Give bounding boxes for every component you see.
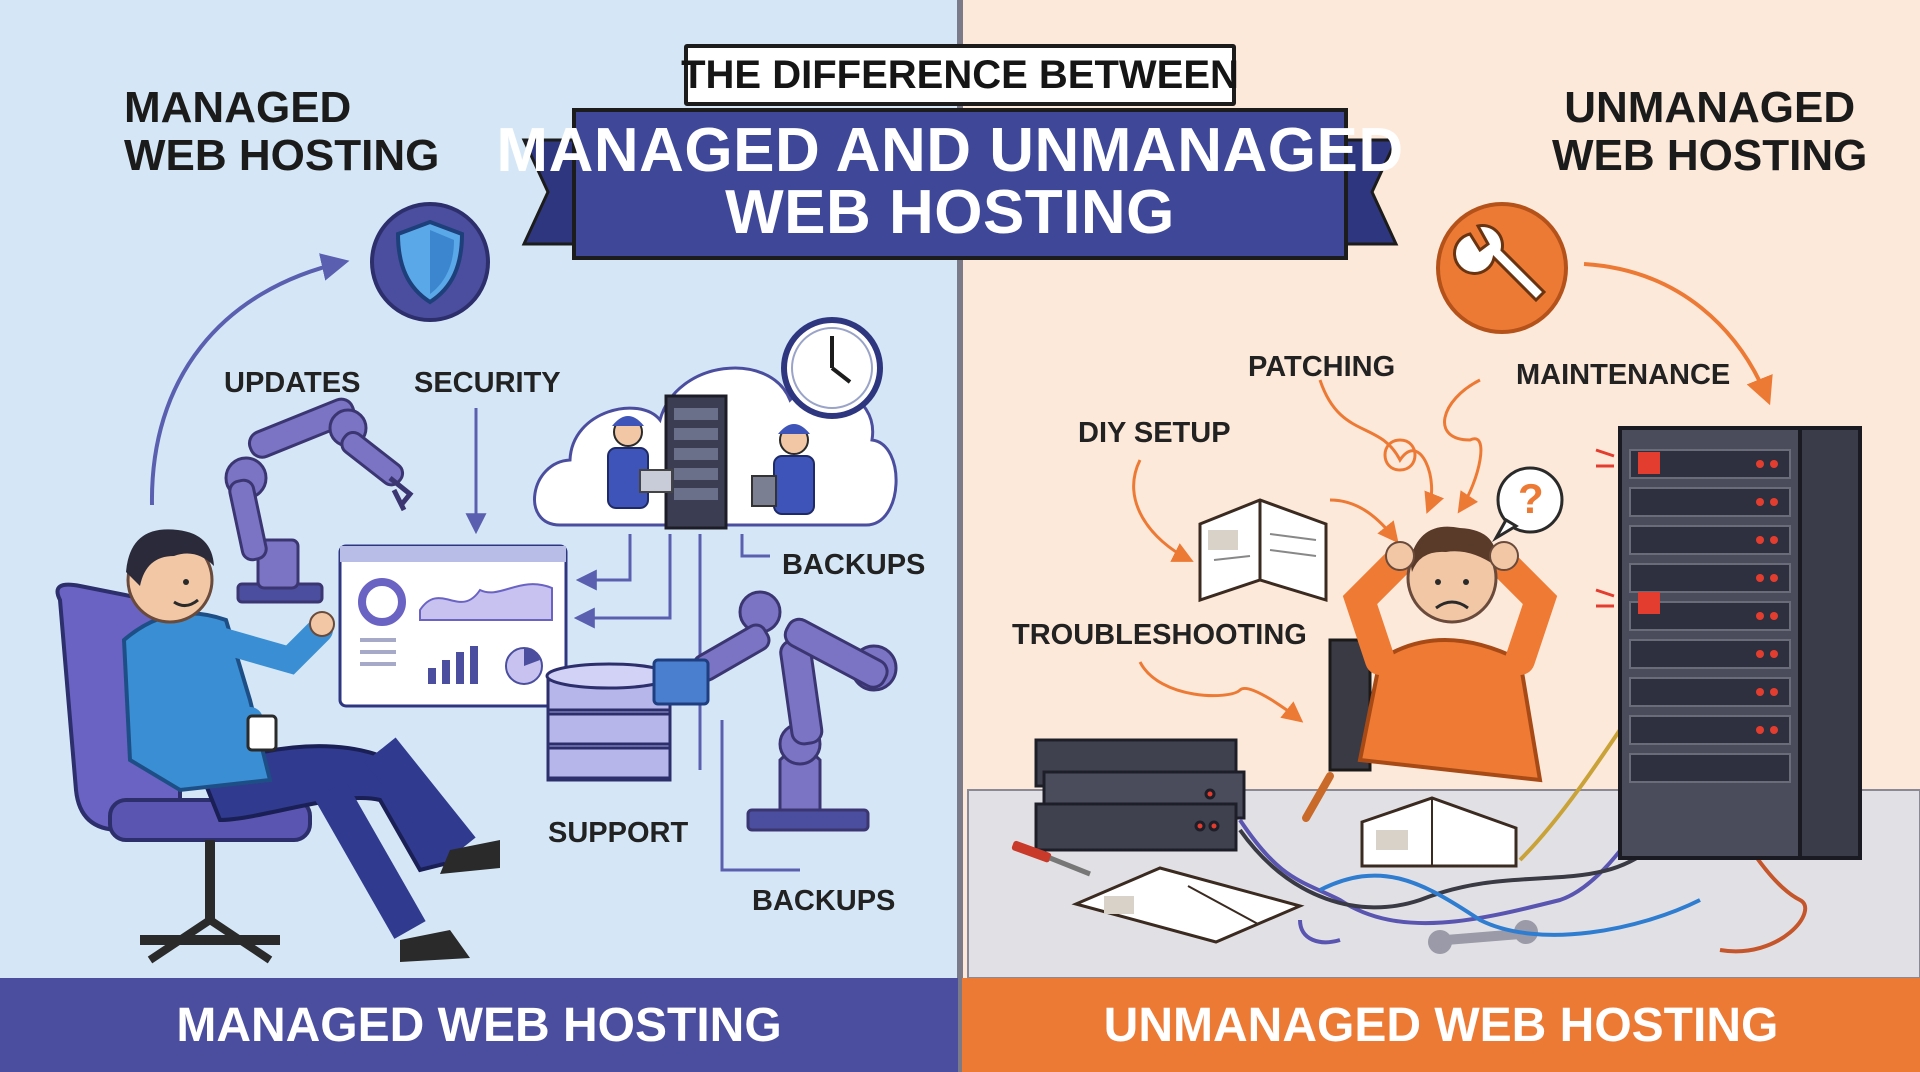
label-troubleshooting: TROUBLESHOOTING <box>1012 619 1307 651</box>
chaos-arrows <box>1132 378 1483 723</box>
unmanaged-title-line2: WEB HOSTING <box>1552 130 1868 180</box>
stressed-person <box>1328 526 1558 783</box>
managed-footer: MANAGED WEB HOSTING <box>0 978 958 1072</box>
label-updates: UPDATES <box>224 367 361 399</box>
banner-main-line2: WEB HOSTING <box>725 178 1175 247</box>
dashboard-monitor <box>338 544 568 708</box>
question-mark: ? <box>1518 475 1544 522</box>
label-diy-setup: DIY SETUP <box>1078 417 1231 449</box>
banner-top-label: THE DIFFERENCE BETWEEN <box>681 44 1239 106</box>
title-ribbon <box>521 108 1399 260</box>
technician-left <box>607 416 673 509</box>
unmanaged-title: UNMANAGED WEB HOSTING <box>1552 84 1867 179</box>
arrow-to-shield <box>149 253 350 506</box>
label-patching: PATCHING <box>1248 351 1396 383</box>
unmanaged-footer: UNMANAGED WEB HOSTING <box>962 978 1920 1072</box>
desk-book-left <box>1071 866 1305 944</box>
hardware-stack <box>1034 738 1246 852</box>
label-backups-bottom: BACKUPS <box>752 885 896 917</box>
shield-icon <box>370 202 490 322</box>
storage-stack <box>545 662 673 782</box>
server-rack <box>1595 426 1862 860</box>
unmanaged-title-line1: UNMANAGED <box>1564 83 1856 132</box>
cloud-server-rack <box>664 394 728 530</box>
manual-book <box>1198 498 1328 603</box>
banner-main-line1: MANAGED AND UNMANAGED <box>496 116 1404 185</box>
robot-arm-left <box>224 397 414 604</box>
banner-main-title: MANAGED AND UNMANAGED WEB HOSTING <box>496 112 1403 252</box>
question-bubble-icon <box>1491 466 1564 543</box>
relaxed-person <box>55 529 500 964</box>
robot-arm-right <box>652 590 898 832</box>
pen-tool <box>1302 772 1334 822</box>
label-backups-top: BACKUPS <box>782 549 926 581</box>
label-security: SECURITY <box>414 367 561 399</box>
arrow-to-server <box>1583 262 1773 406</box>
label-maintenance: MAINTENANCE <box>1516 359 1731 391</box>
screwdriver <box>1011 840 1091 877</box>
desk-wrench <box>1428 920 1538 954</box>
technician-right <box>751 424 815 515</box>
center-divider <box>957 0 963 1072</box>
wrench-icon <box>1436 202 1568 334</box>
desk-book-center <box>1360 796 1518 868</box>
managed-title: MANAGED WEB HOSTING <box>124 84 439 179</box>
clock-icon <box>781 317 883 419</box>
connector-arrows <box>573 534 800 872</box>
label-support: SUPPORT <box>548 817 689 849</box>
managed-title-line1: MANAGED <box>124 83 352 132</box>
managed-title-line2: WEB HOSTING <box>124 130 440 180</box>
